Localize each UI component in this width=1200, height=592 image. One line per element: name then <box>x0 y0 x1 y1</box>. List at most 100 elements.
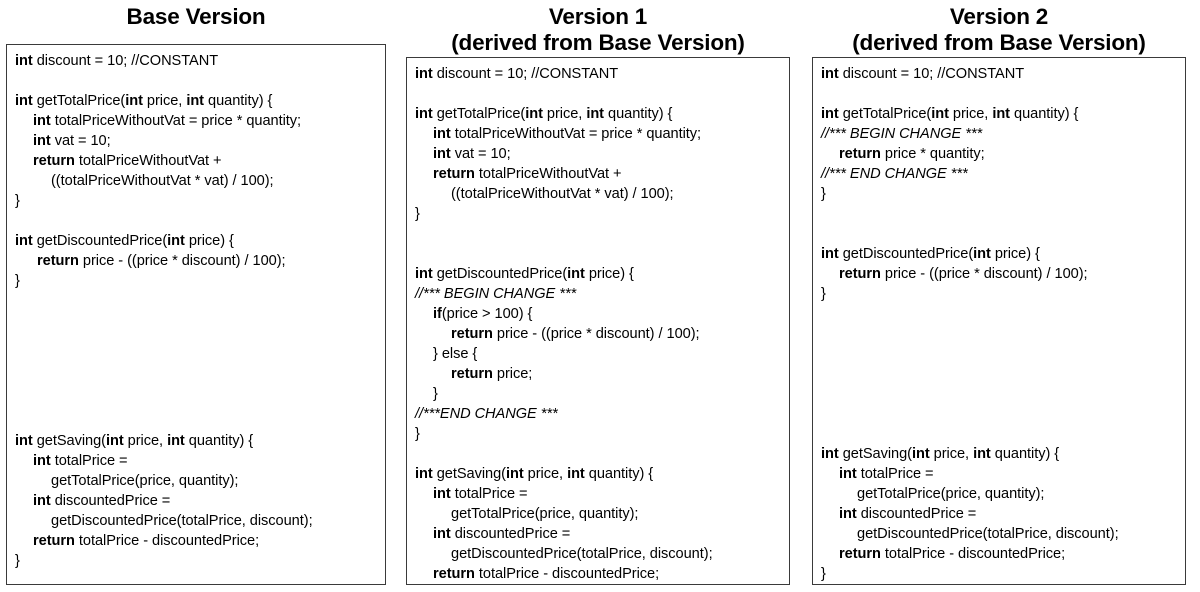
code-line <box>821 424 1179 444</box>
code-line: getDiscountedPrice(totalPrice, discount)… <box>415 544 783 564</box>
panel-title-version-1: Version 1 (derived from Base Version) <box>451 4 745 55</box>
code-keyword: int <box>586 106 604 122</box>
code-line <box>15 391 379 411</box>
code-line: } <box>415 584 783 585</box>
code-text: totalPriceWithoutVat + <box>474 166 622 182</box>
code-block-version-1: int discount = 10; //CONSTANT int getTot… <box>406 57 790 585</box>
code-line <box>821 84 1179 104</box>
code-keyword: int <box>973 246 991 262</box>
code-keyword: int <box>415 106 433 122</box>
code-line: //*** BEGIN CHANGE *** <box>415 284 783 304</box>
code-line: int getTotalPrice(int price, int quantit… <box>15 91 379 111</box>
code-text: } <box>15 553 20 569</box>
code-keyword: return <box>433 166 475 182</box>
code-line: int totalPrice = <box>415 484 783 504</box>
code-keyword: return <box>33 533 75 549</box>
code-keyword: int <box>15 233 33 249</box>
code-text: getDiscountedPrice( <box>432 266 568 282</box>
code-keyword: int <box>505 466 524 482</box>
code-text: getTotalPrice( <box>432 106 526 122</box>
code-text: price) { <box>990 246 1040 262</box>
code-text: price * quantity; <box>880 146 985 162</box>
code-text: getTotalPrice(price, quantity); <box>857 486 1045 502</box>
code-line <box>415 444 783 464</box>
code-line <box>15 331 379 351</box>
code-line: } <box>415 204 783 224</box>
code-text: discount = 10; //CONSTANT <box>838 66 1025 82</box>
code-keyword: int <box>821 446 839 462</box>
code-keyword: int <box>821 246 839 262</box>
code-keyword: int <box>415 466 433 482</box>
code-keyword: return <box>451 326 493 342</box>
code-text: getSaving( <box>32 433 106 449</box>
code-line: int vat = 10; <box>15 131 379 151</box>
code-line: int getDiscountedPrice(int price) { <box>821 244 1179 264</box>
code-line: int getSaving(int price, int quantity) { <box>821 444 1179 464</box>
code-line: } <box>821 184 1179 204</box>
code-line: int discountedPrice = <box>415 524 783 544</box>
code-line: return totalPrice - discountedPrice; <box>415 564 783 584</box>
code-text: ((totalPriceWithoutVat * vat) / 100); <box>51 173 274 189</box>
code-text: discount = 10; //CONSTANT <box>432 66 619 82</box>
code-line: return totalPriceWithoutVat + <box>15 151 379 171</box>
code-line: ((totalPriceWithoutVat * vat) / 100); <box>415 184 783 204</box>
code-text: } <box>433 386 438 402</box>
code-keyword: int <box>33 453 51 469</box>
code-line: } <box>15 271 379 291</box>
code-text: price, <box>123 433 168 449</box>
code-text: //*** BEGIN CHANGE *** <box>821 126 983 142</box>
code-text: price - ((price * discount) / 100); <box>78 253 286 269</box>
code-keyword: int <box>105 433 124 449</box>
code-line: return totalPriceWithoutVat + <box>415 164 783 184</box>
code-line: getTotalPrice(price, quantity); <box>821 484 1179 504</box>
code-keyword: return <box>839 546 881 562</box>
code-line: int getSaving(int price, int quantity) { <box>15 431 379 451</box>
code-line: } <box>821 564 1179 584</box>
code-text: quantity) { <box>584 466 654 482</box>
code-keyword: return <box>839 146 881 162</box>
code-line: int totalPriceWithoutVat = price * quant… <box>415 124 783 144</box>
code-text: quantity) { <box>184 433 254 449</box>
code-keyword: int <box>15 53 33 69</box>
code-keyword: return <box>33 153 75 169</box>
code-line <box>15 411 379 431</box>
code-keyword: int <box>839 506 857 522</box>
code-text: price, <box>948 106 993 122</box>
code-text: discountedPrice = <box>856 506 977 522</box>
code-text: price, <box>542 106 587 122</box>
code-text: quantity) { <box>204 93 273 109</box>
code-line: int discountedPrice = <box>821 504 1179 524</box>
code-keyword: int <box>33 493 51 509</box>
code-line: return price * quantity; <box>821 144 1179 164</box>
code-keyword: if <box>433 306 442 322</box>
code-text: price; <box>492 366 533 382</box>
code-line: //*** BEGIN CHANGE *** <box>821 124 1179 144</box>
version-column-version-2: Version 2 (derived from Base Version) in… <box>800 0 1200 592</box>
code-line <box>15 71 379 91</box>
code-line: int getDiscountedPrice(int price) { <box>15 231 379 251</box>
code-line: return totalPrice - discountedPrice; <box>15 531 379 551</box>
code-keyword: int <box>839 466 857 482</box>
code-text: getTotalPrice(price, quantity); <box>51 473 239 489</box>
panel-title-version-2: Version 2 (derived from Base Version) <box>852 4 1146 55</box>
code-keyword: return <box>37 253 79 269</box>
code-text: totalPrice - discountedPrice; <box>74 533 260 549</box>
code-keyword: int <box>973 446 991 462</box>
code-text: getTotalPrice( <box>32 93 126 109</box>
code-block-version-2: int discount = 10; //CONSTANT int getTot… <box>812 57 1186 585</box>
code-line <box>415 224 783 244</box>
code-text: getTotalPrice( <box>838 106 932 122</box>
code-line: //***END CHANGE *** <box>415 404 783 424</box>
code-text: } <box>415 206 420 222</box>
code-text: quantity) { <box>990 446 1060 462</box>
code-keyword: int <box>186 93 204 109</box>
code-line: } <box>415 424 783 444</box>
code-keyword: int <box>433 486 451 502</box>
code-line: return price - ((price * discount) / 100… <box>821 264 1179 284</box>
code-line: ((totalPriceWithoutVat * vat) / 100); <box>15 171 379 191</box>
code-line <box>15 211 379 231</box>
code-line: getDiscountedPrice(totalPrice, discount)… <box>821 524 1179 544</box>
code-line: int vat = 10; <box>415 144 783 164</box>
code-line: getTotalPrice(price, quantity); <box>15 471 379 491</box>
code-text: price, <box>929 446 974 462</box>
